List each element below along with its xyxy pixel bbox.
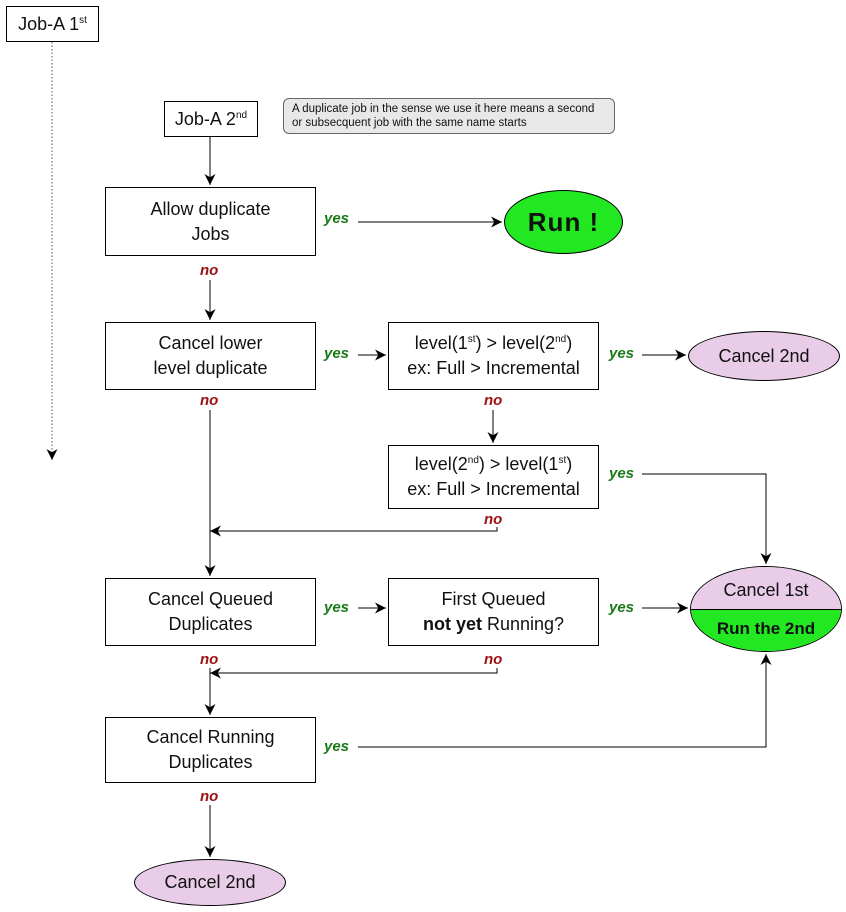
allow-duplicate-line1: Allow duplicate — [150, 198, 271, 219]
cancel-running-line2: Duplicates — [168, 752, 253, 772]
connector-first-merge — [210, 667, 498, 679]
yes-label-level-second: yes — [609, 465, 635, 482]
first-queued-line1: First Queued — [441, 589, 546, 609]
outcome-cancel-second-bottom: Cancel 2nd — [134, 859, 286, 906]
no-label-cancel-lower: no — [200, 392, 219, 409]
level-second-line1: level(2nd) > level(1st) — [414, 454, 573, 474]
decision-allow-duplicate: Allow duplicate Jobs — [105, 187, 316, 256]
job-a-first-box: Job-A 1st — [6, 6, 99, 42]
level-first-line2: ex: Full > Incremental — [407, 358, 580, 378]
decision-cancel-queued: Cancel Queued Duplicates — [105, 578, 316, 646]
yes-label-allow: yes — [324, 210, 350, 227]
connector-running-cancel1 — [358, 654, 772, 748]
connector-level2-cancel1 — [642, 473, 772, 564]
cancel-lower-line1: Cancel lower — [158, 333, 263, 353]
decision-first-queued-not-running: First Queued not yet Running? — [388, 578, 599, 646]
yes-label-cancel-lower: yes — [324, 345, 350, 362]
connector-level2-merge — [210, 525, 498, 537]
yes-label-cancel-queued: yes — [324, 599, 350, 616]
decision-cancel-lower-level: Cancel lower level duplicate — [105, 322, 316, 390]
outcome-cancel-second-right: Cancel 2nd — [688, 331, 840, 381]
duplicate-definition-note: A duplicate job in the sense we use it h… — [283, 98, 615, 134]
cancel-queued-line1: Cancel Queued — [147, 589, 274, 609]
outcome-run: Run ! — [504, 190, 623, 254]
first-queued-line2: not yet Running? — [422, 614, 565, 634]
cancel-queued-line2: Duplicates — [168, 614, 253, 634]
cancel-lower-line2: level duplicate — [153, 358, 268, 378]
job-a-second-text: Job-A 2nd — [174, 108, 248, 129]
no-label-level-first: no — [484, 392, 503, 409]
level-second-line2: ex: Full > Incremental — [407, 479, 580, 499]
no-label-first-queued: no — [484, 651, 503, 668]
yes-label-level-first: yes — [609, 345, 635, 362]
job-a-second-box: Job-A 2nd — [164, 101, 258, 137]
yes-label-cancel-running: yes — [324, 738, 350, 755]
decision-level-first-greater: level(1st) > level(2nd) ex: Full > Incre… — [388, 322, 599, 390]
cancel-running-line1: Cancel Running — [146, 727, 275, 747]
no-label-level-second: no — [484, 511, 503, 528]
allow-duplicate-line2: Jobs — [191, 223, 230, 244]
decision-cancel-running: Cancel Running Duplicates — [105, 717, 316, 783]
no-label-allow: no — [200, 262, 219, 279]
outcome-cancel-first-run-second: Cancel 1st Run the 2nd — [690, 566, 842, 652]
decision-level-second-greater: level(2nd) > level(1st) ex: Full > Incre… — [388, 445, 599, 509]
yes-label-first-queued: yes — [609, 599, 635, 616]
job-a-first-text: Job-A 1st — [18, 13, 87, 34]
no-label-cancel-running: no — [200, 788, 219, 805]
no-label-cancel-queued: no — [200, 651, 219, 668]
level-first-line1: level(1st) > level(2nd) — [414, 333, 573, 353]
